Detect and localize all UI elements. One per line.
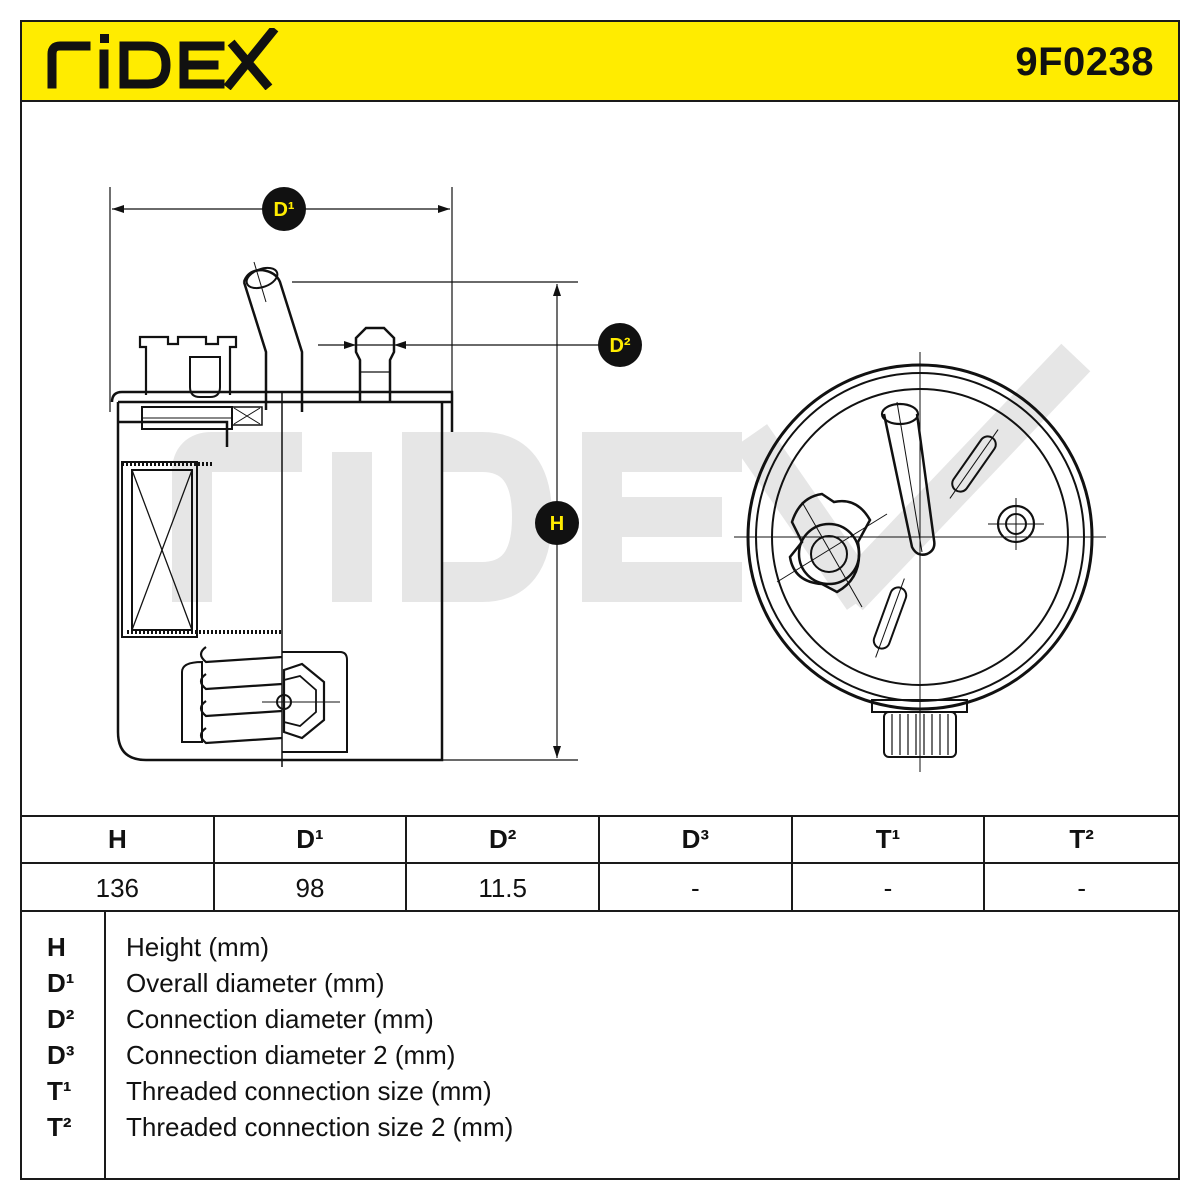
table-header-t1: T¹	[792, 817, 986, 864]
legend-desc: Height (mm)	[126, 932, 270, 962]
d1-badge: D¹	[262, 187, 306, 231]
table-header-d3: D³	[600, 817, 793, 864]
header-bar: 9F0238	[22, 22, 1178, 102]
legend-row: D³ Connection diameter 2 (mm)	[22, 1040, 1178, 1076]
legend-divider	[104, 912, 106, 1180]
brand-logo	[47, 28, 279, 90]
top-view	[734, 352, 1106, 772]
legend-row: H Height (mm)	[22, 932, 1178, 968]
legend-key: T¹	[47, 1076, 72, 1106]
part-number: 9F0238	[1015, 40, 1154, 84]
legend-row: T¹ Threaded connection size (mm)	[22, 1076, 1178, 1112]
legend-key: T²	[47, 1112, 72, 1142]
datasheet: 9F0238	[20, 20, 1180, 1180]
legend-desc: Connection diameter 2 (mm)	[126, 1040, 456, 1070]
table-value-t1: -	[793, 864, 986, 912]
legend-key: D³	[47, 1040, 75, 1070]
legend-desc: Connection diameter (mm)	[126, 1004, 434, 1034]
table-header-t2: T²	[985, 817, 1178, 864]
technical-drawing: D¹ D² H	[109, 187, 1106, 772]
side-view	[109, 187, 622, 767]
table-header-d2: D²	[407, 817, 600, 864]
d2-label: D²	[609, 335, 630, 357]
legend-key: H	[47, 932, 66, 962]
table-header-h: H	[22, 817, 215, 864]
legend-key: D²	[47, 1004, 75, 1034]
table-header-d1: D¹	[214, 817, 408, 864]
h-badge: H	[535, 501, 579, 545]
legend-row: D¹ Overall diameter (mm)	[22, 968, 1178, 1004]
spec-table: H D¹ D² D³ T¹ T² 136 98 11.5 - - -	[22, 815, 1178, 912]
d2-badge: D²	[598, 323, 642, 367]
legend-desc: Threaded connection size (mm)	[126, 1076, 492, 1106]
legend-desc: Threaded connection size 2 (mm)	[126, 1112, 514, 1142]
legend-desc: Overall diameter (mm)	[126, 968, 385, 998]
table-value-t2: -	[1077, 872, 1086, 903]
legend: H Height (mm) D¹ Overall diameter (mm) D…	[22, 912, 1178, 1180]
table-value-d2: 11.5	[407, 864, 600, 912]
table-value-d3: -	[600, 864, 793, 912]
legend-row: T² Threaded connection size 2 (mm)	[22, 1112, 1178, 1148]
d1-label: D¹	[273, 199, 294, 221]
table-value-h: 136	[22, 864, 215, 912]
h-label: H	[550, 513, 564, 535]
legend-key: D¹	[47, 968, 75, 998]
table-value-d1: 98	[215, 864, 408, 912]
legend-row: D² Connection diameter (mm)	[22, 1004, 1178, 1040]
ridex-watermark	[172, 343, 1091, 611]
